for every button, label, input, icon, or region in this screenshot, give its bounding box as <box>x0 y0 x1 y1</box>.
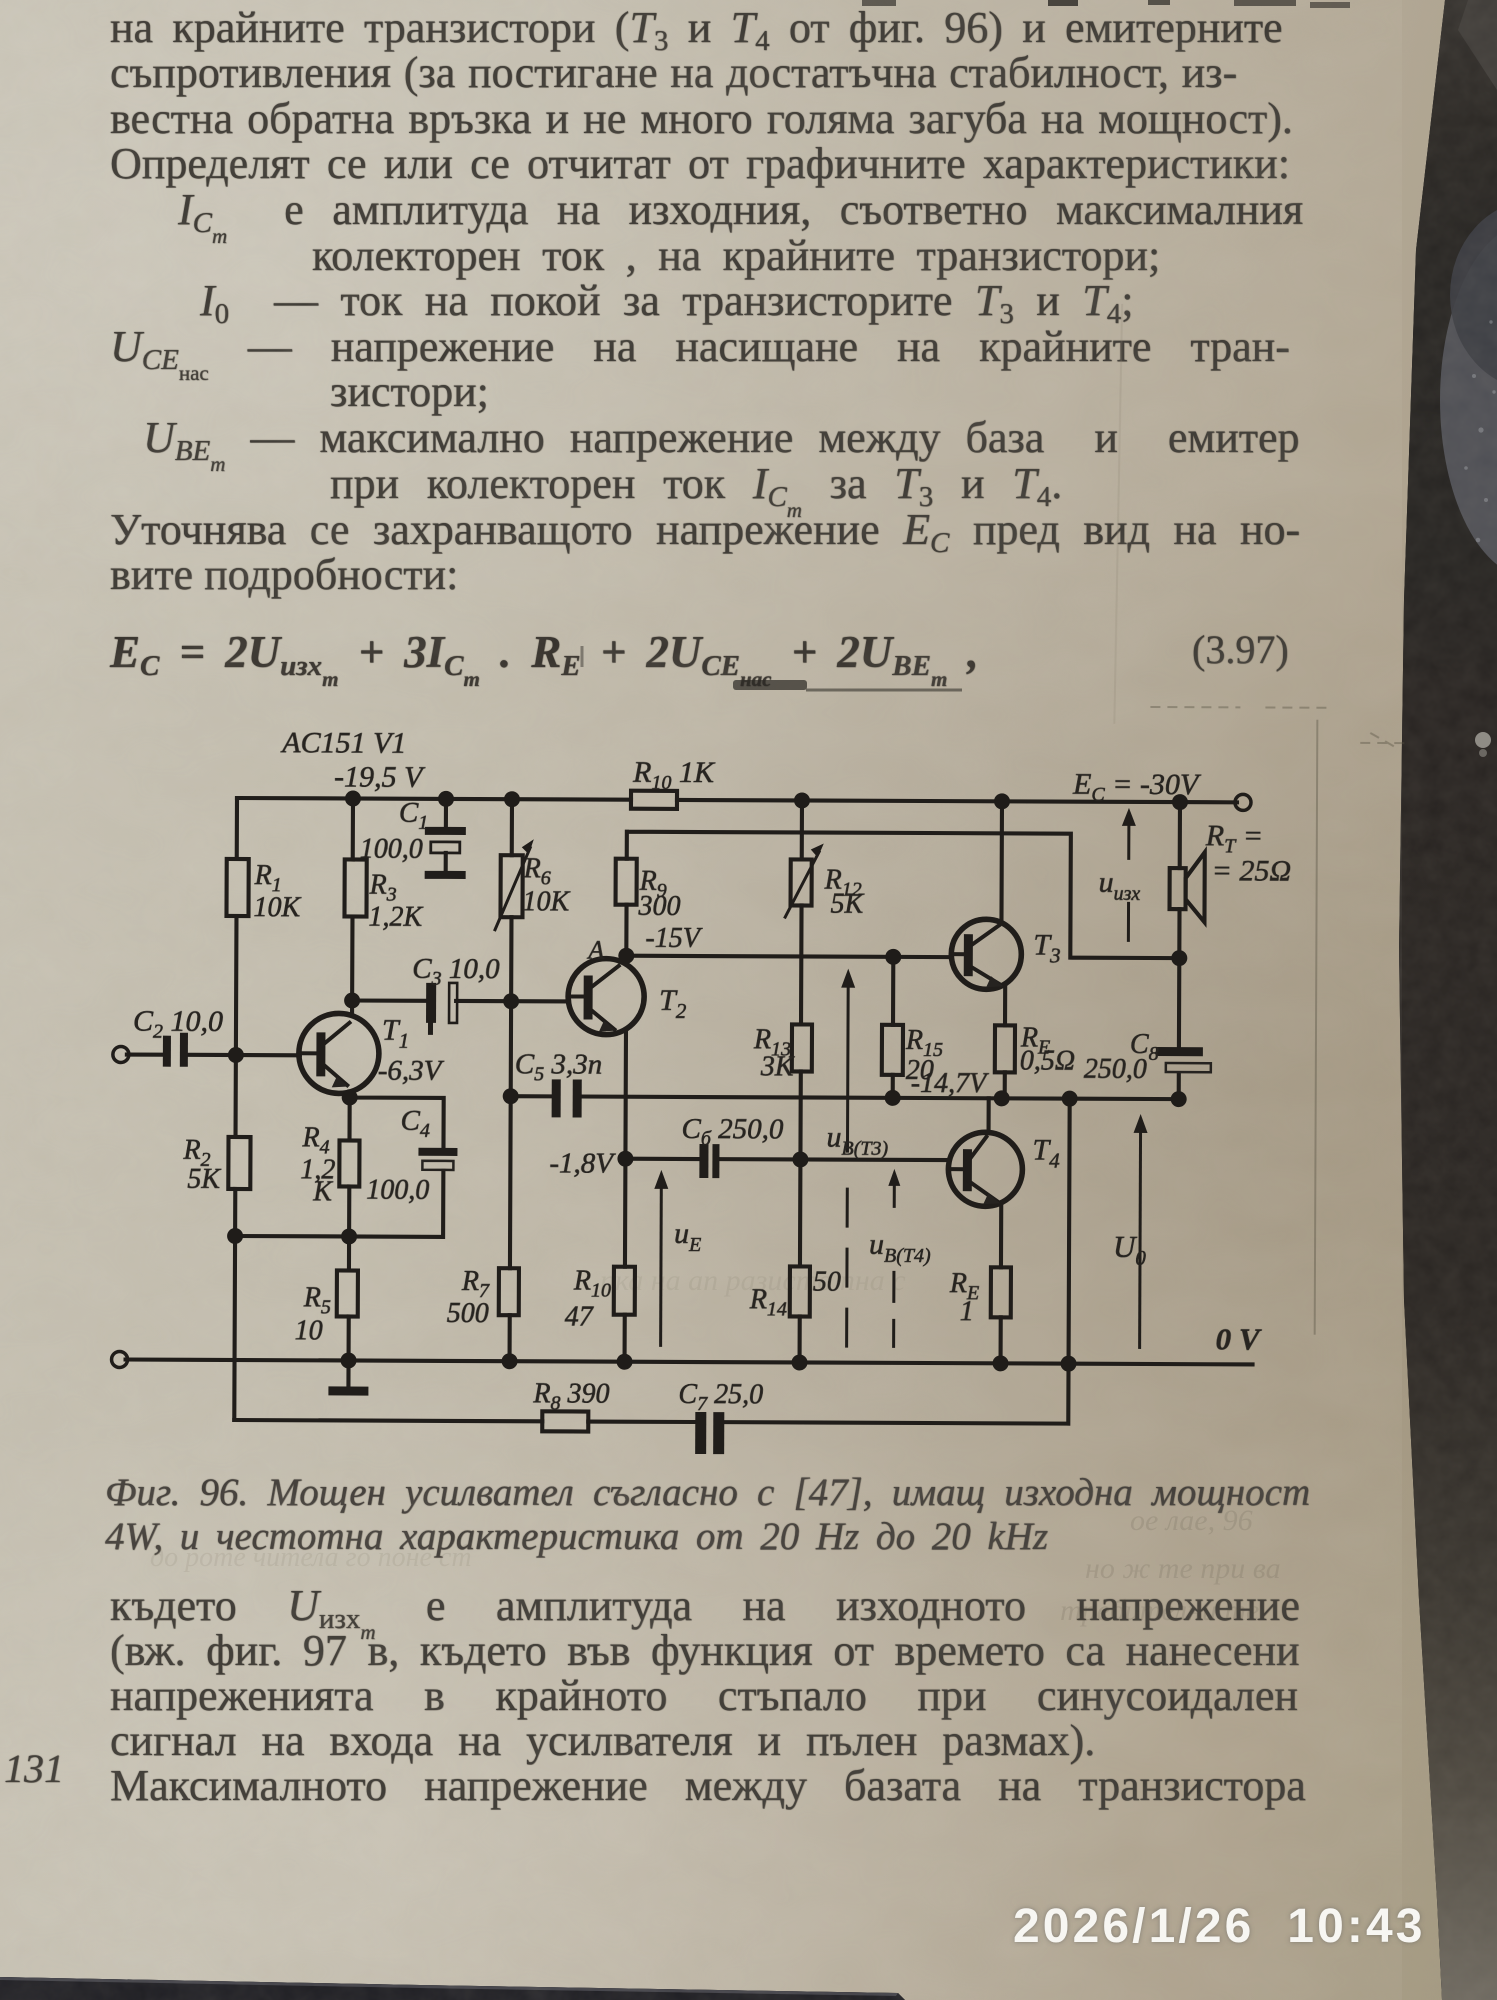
svg-text:C5 3,3n: C5 3,3n <box>515 1048 603 1085</box>
svg-text:Cб 250,0: Cб 250,0 <box>681 1113 784 1150</box>
svg-text:T2: T2 <box>659 984 687 1023</box>
svg-text:требителни те: требителни те <box>1060 1594 1259 1627</box>
svg-text:RT =: RT = <box>1205 819 1263 857</box>
svg-text:K: K <box>312 1176 333 1207</box>
svg-text:100,0: 100,0 <box>360 834 423 865</box>
svg-text:C3 10,0: C3 10,0 <box>412 953 500 990</box>
svg-text:uВ(Т3): uВ(Т3) <box>826 1121 888 1160</box>
svg-text:C7 25,0: C7 25,0 <box>678 1379 763 1415</box>
svg-text:uE: uE <box>674 1217 701 1256</box>
svg-text:R14: R14 <box>749 1284 787 1320</box>
svg-text:R10 1K: R10 1K <box>632 756 716 794</box>
svg-text:R13: R13 <box>753 1024 791 1060</box>
svg-text:= 25Ω: = 25Ω <box>1212 854 1292 887</box>
svg-text:R7: R7 <box>461 1266 490 1302</box>
svg-text:0,5Ω: 0,5Ω <box>1020 1045 1075 1076</box>
svg-text:47: 47 <box>565 1301 594 1332</box>
svg-text:-1,8V: -1,8V <box>549 1147 616 1179</box>
svg-text:C1: C1 <box>399 797 429 834</box>
svg-text:1,2K: 1,2K <box>368 902 423 933</box>
svg-text:до роте читела го поне стิ: до роте читела го поне стิ <box>150 1542 475 1573</box>
svg-text:-19,5 V: -19,5 V <box>334 760 426 793</box>
svg-text:RE: RE <box>949 1268 979 1304</box>
svg-text:0 V: 0 V <box>1216 1321 1262 1356</box>
svg-text:1,2: 1,2 <box>300 1154 335 1185</box>
svg-text:R5: R5 <box>303 1282 331 1318</box>
svg-text:R2: R2 <box>182 1135 210 1171</box>
svg-text:-6,3V: -6,3V <box>378 1055 445 1087</box>
svg-text:R10: R10 <box>573 1265 611 1301</box>
svg-text:-15V: -15V <box>645 923 702 954</box>
svg-text:50: 50 <box>813 1267 841 1298</box>
svg-text:R1: R1 <box>254 860 282 896</box>
svg-text:AC151 V1: AC151 V1 <box>280 726 406 760</box>
svg-text:R4: R4 <box>301 1122 329 1158</box>
svg-text:C4: C4 <box>401 1105 431 1142</box>
svg-text:100,0: 100,0 <box>366 1175 429 1206</box>
svg-text:uВ(Т4): uВ(Т4) <box>869 1228 931 1267</box>
svg-text:500: 500 <box>447 1298 489 1329</box>
svg-text:T4: T4 <box>1032 1133 1060 1172</box>
svg-text:10K: 10K <box>522 886 570 917</box>
svg-text:20: 20 <box>906 1055 934 1086</box>
svg-text:но ж те при ва: но ж те при ва <box>1085 1552 1281 1585</box>
svg-text:250,0: 250,0 <box>1084 1054 1147 1085</box>
svg-text:-14,7V: -14,7V <box>911 1068 989 1099</box>
svg-text:3K: 3K <box>760 1051 795 1082</box>
svg-text:1: 1 <box>960 1296 974 1327</box>
svg-text:5K: 5K <box>187 1164 221 1195</box>
svg-text:10: 10 <box>295 1315 323 1346</box>
svg-text:T1: T1 <box>382 1014 409 1053</box>
svg-text:A: A <box>586 936 604 965</box>
svg-text:пка на ап разисто пна с: пка на ап разисто пна с <box>600 1264 906 1297</box>
svg-text:C2 10,0: C2 10,0 <box>133 1005 223 1043</box>
svg-text:R8 390: R8 390 <box>532 1378 609 1414</box>
svg-text:ое лае, 96: ое лае, 96 <box>1130 1504 1253 1537</box>
svg-text:R6: R6 <box>523 853 551 889</box>
svg-text:U0: U0 <box>1113 1229 1147 1270</box>
svg-text:5K: 5K <box>830 889 864 920</box>
svg-text:T3: T3 <box>1033 928 1060 967</box>
svg-text:R3: R3 <box>369 870 397 906</box>
svg-text:EC = -30V: EC = -30V <box>1072 768 1202 807</box>
svg-text:10K: 10K <box>253 892 301 923</box>
svg-text:300: 300 <box>637 891 680 922</box>
svg-text:uизх: uизх <box>1099 866 1141 905</box>
svg-text:R9: R9 <box>639 866 667 902</box>
